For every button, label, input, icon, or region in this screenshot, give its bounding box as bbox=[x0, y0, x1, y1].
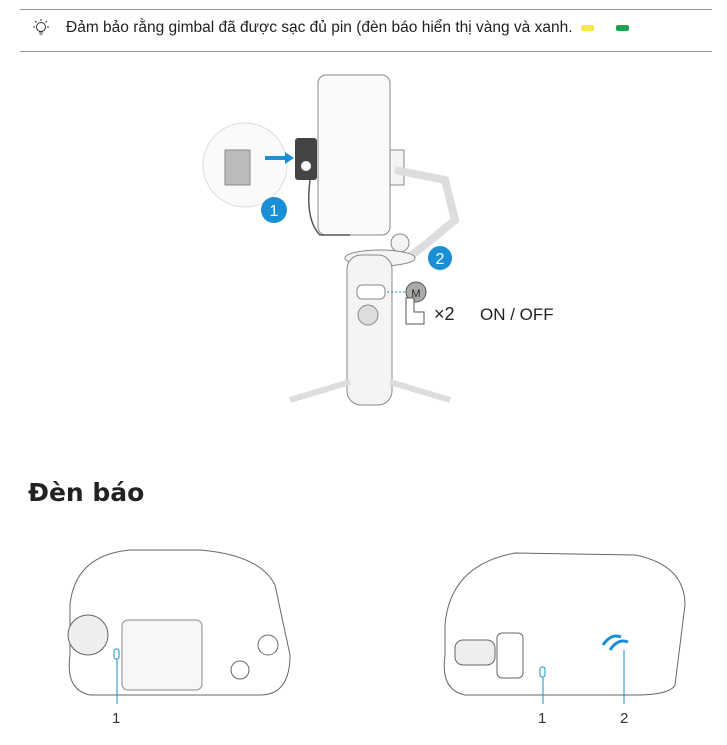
m-button-label: M bbox=[411, 288, 420, 300]
press-count: ×2 bbox=[434, 304, 455, 324]
hand-press-icon bbox=[405, 297, 425, 325]
receiver-led-right-illustration bbox=[443, 552, 686, 704]
step-1-badge: 1 bbox=[270, 203, 279, 220]
section-title: Đèn báo bbox=[28, 478, 145, 507]
tip-note: Đảm bảo rằng gimbal đã được sạc đủ pin (… bbox=[30, 18, 629, 38]
lightbulb-icon bbox=[33, 19, 49, 35]
on-off-label: ON / OFF bbox=[480, 305, 554, 324]
green-led-indicator bbox=[615, 25, 629, 31]
yellow-led-indicator bbox=[580, 25, 594, 31]
callout-led-2-right: 2 bbox=[620, 710, 629, 727]
receiver-led-left-illustration bbox=[67, 549, 291, 704]
callout-led-1-left: 1 bbox=[112, 710, 121, 727]
bottom-divider bbox=[20, 51, 712, 52]
tip-text: Đảm bảo rằng gimbal đã được sạc đủ pin (… bbox=[66, 19, 573, 36]
callout-led-1-right: 1 bbox=[538, 710, 547, 727]
step-2-badge: 2 bbox=[436, 251, 445, 268]
gimbal-power-on-illustration: 1 2 M ×2 ON / OFF bbox=[202, 74, 554, 406]
top-divider bbox=[20, 9, 712, 10]
